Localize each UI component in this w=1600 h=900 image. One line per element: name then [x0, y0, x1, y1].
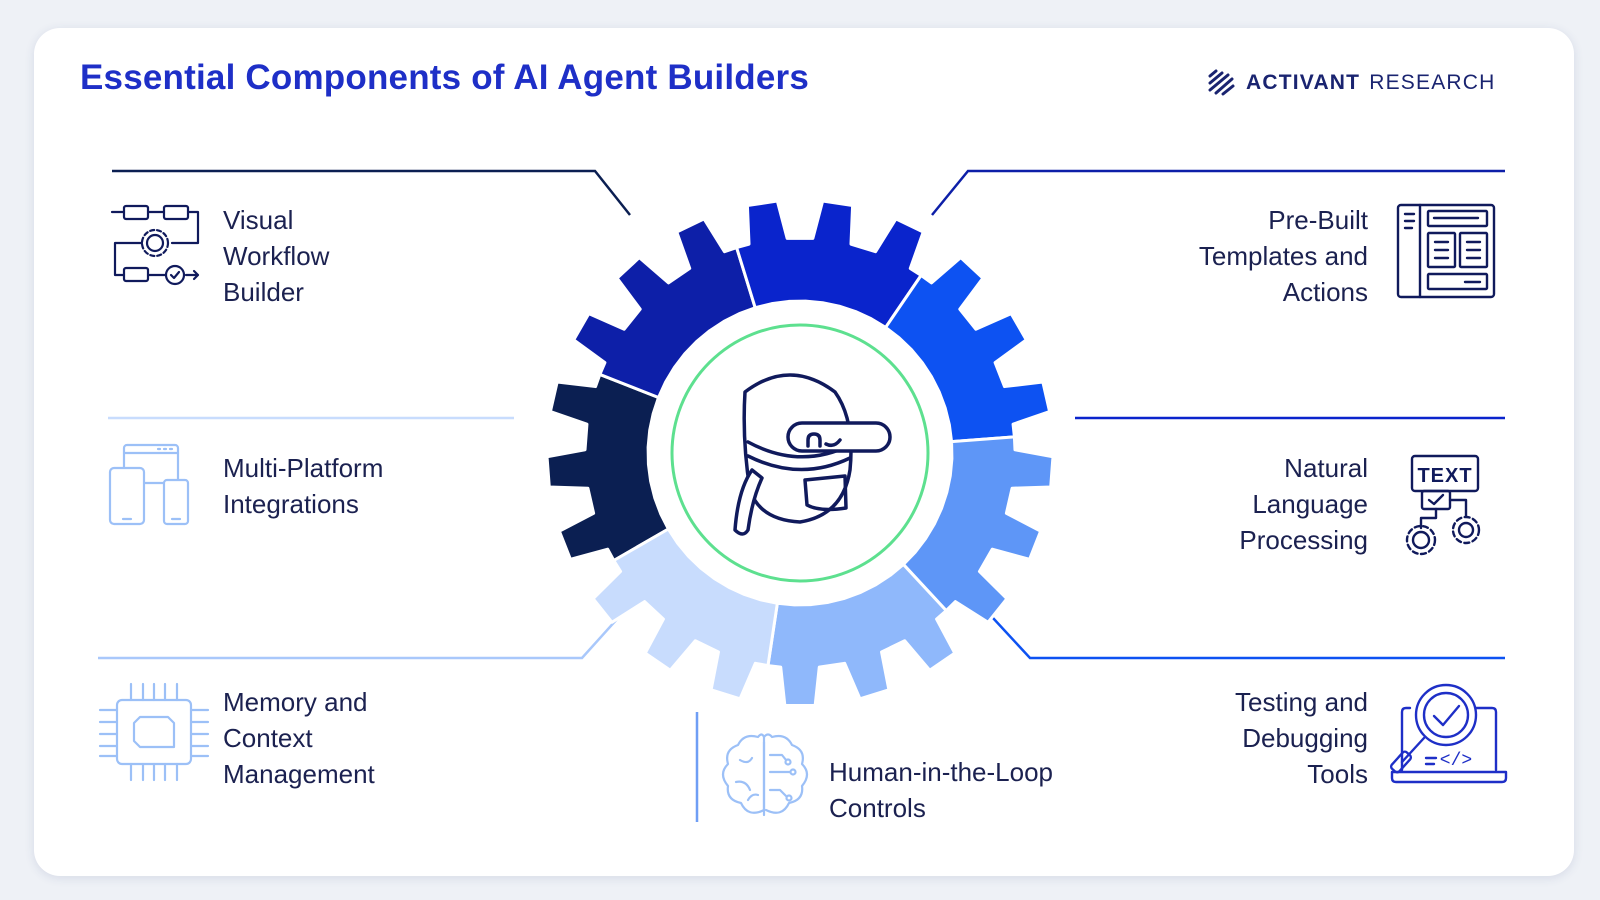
gear-wheel: [545, 199, 1055, 708]
label-testing-debugging-tools: Testing and Debugging Tools: [1235, 687, 1368, 789]
text-gears-icon: TEXT: [1405, 454, 1481, 556]
label-natural-language-processing: Natural Language Processing: [1239, 453, 1368, 555]
brand-logo: ACTIVANT RESEARCH: [1207, 66, 1496, 100]
stripes-logo-icon: [1208, 69, 1235, 96]
brand-name-bold: ACTIVANT: [1246, 71, 1361, 94]
label-human-in-the-loop-controls: Human-in-the-Loop Controls: [829, 757, 1054, 823]
tablet-text-label: TEXT: [1417, 465, 1472, 487]
robot-icon: [733, 373, 892, 536]
template-layout-icon: [1396, 203, 1496, 299]
code-glyph: </>: [1440, 751, 1472, 771]
label-memory-context-management: Memory and Context Management: [223, 687, 375, 789]
label-pre-built-templates-actions: Pre-Built Templates and Actions: [1198, 205, 1368, 307]
connector-memory-context: [98, 617, 619, 660]
connector-testing: [992, 617, 1505, 660]
connector-visual-workflow: [112, 169, 631, 216]
inner-green-ring: [670, 323, 930, 583]
brain-icon: [721, 733, 809, 817]
workflow-icon: [110, 204, 200, 286]
devices-icon: [108, 443, 190, 526]
page-title: Essential Components of AI Agent Builder…: [80, 58, 810, 97]
connector-pre-built: [931, 169, 1505, 216]
laptop-magnifier-check-icon: </>: [1389, 683, 1508, 784]
label-visual-workflow-builder: Visual Workflow Builder: [223, 205, 330, 307]
brand-name-light: RESEARCH: [1369, 71, 1496, 94]
connector-lines: [98, 169, 1505, 822]
label-multi-platform-integrations: Multi-Platform Integrations: [223, 453, 384, 519]
chip-icon: [98, 682, 210, 782]
